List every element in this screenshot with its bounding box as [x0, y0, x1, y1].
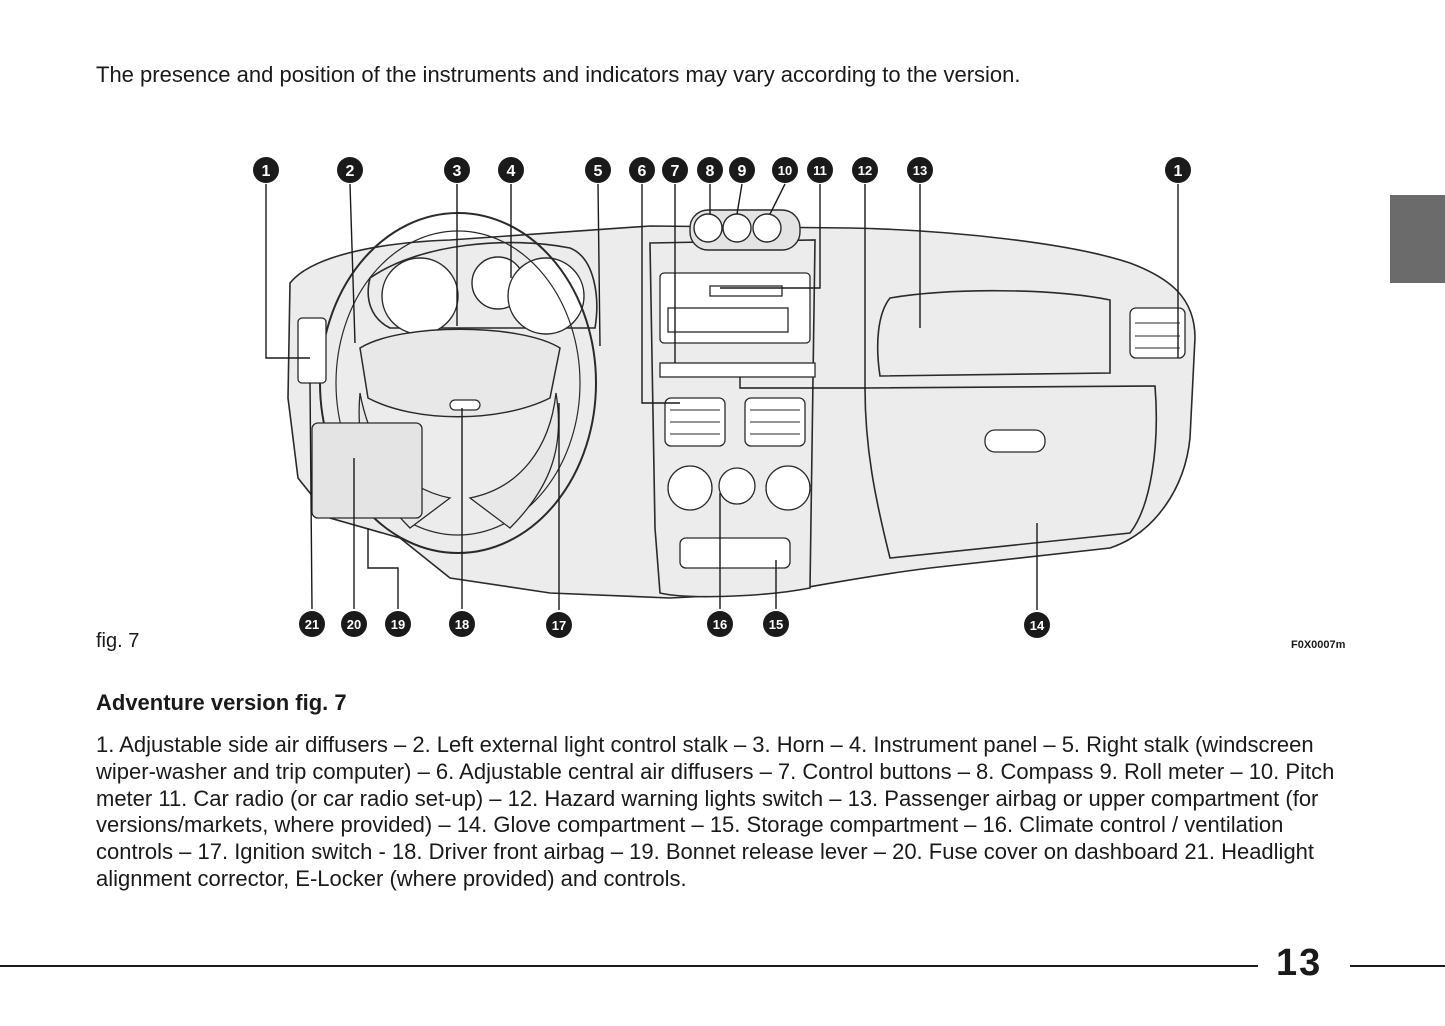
glovebox-handle	[984, 429, 1046, 453]
callout-9: 9	[729, 157, 755, 183]
callout-1: 1	[253, 157, 279, 183]
storage-compartment	[679, 537, 791, 569]
footer-rule-left	[0, 965, 1258, 967]
callout-label: 12	[858, 163, 872, 178]
callout-21: 21	[299, 611, 325, 637]
callout-5: 5	[585, 157, 611, 183]
page-number: 13	[1276, 942, 1323, 984]
callout-12: 12	[852, 157, 878, 183]
callouts: 1 2 3 4 5 6 7 8 9 10 11 12 13 1 21 20 19…	[253, 157, 1191, 638]
callout-label: 9	[738, 163, 747, 180]
figure-label: fig. 7	[96, 630, 140, 652]
callout-16: 16	[707, 611, 733, 637]
callout-label: 2	[346, 163, 355, 180]
callout-label: 14	[1030, 618, 1045, 633]
callout-label: 11	[813, 163, 827, 178]
footer-rule-right	[1350, 965, 1445, 967]
callout-label: 4	[507, 163, 516, 180]
callout-14: 14	[1024, 612, 1050, 638]
callout-11: 11	[807, 157, 833, 183]
glovebox-panel	[864, 385, 1158, 559]
callout-label: 6	[638, 163, 647, 180]
callout-label: 7	[671, 163, 680, 180]
callout-6: 6	[629, 157, 655, 183]
callout-3: 3	[444, 157, 470, 183]
figure-code: F0X0007m	[1291, 639, 1346, 651]
callout-label: 13	[913, 163, 927, 178]
callout-18: 18	[449, 611, 475, 637]
callout-label: 3	[453, 163, 462, 180]
callout-label: 1	[262, 163, 271, 180]
callout-7: 7	[662, 157, 688, 183]
callout-label: 5	[594, 163, 603, 180]
steering-hub	[359, 328, 561, 418]
horn-badge	[449, 399, 481, 411]
callout-label: 18	[455, 617, 469, 632]
speedometer	[381, 257, 459, 335]
callout-19: 19	[385, 611, 411, 637]
callout-17: 17	[546, 612, 572, 638]
callout-8: 8	[697, 157, 723, 183]
callout-label: 17	[552, 618, 566, 633]
dashboard-illustration: 1 2 3 4 5 6 7 8 9 10 11 12 13 1 21 20 19…	[253, 157, 1196, 638]
climate-knob-right	[765, 465, 811, 511]
callout-label: 10	[778, 163, 792, 178]
figure-caption: 1. Adjustable side air diffusers – 2. Le…	[96, 732, 1335, 891]
callout-2: 2	[337, 157, 363, 183]
callout-label: 8	[706, 163, 715, 180]
compass-gauge	[693, 213, 723, 243]
callout-1-right: 1	[1165, 157, 1191, 183]
callout-label: 20	[347, 617, 361, 632]
tachometer	[507, 257, 585, 335]
callout-label: 1	[1174, 163, 1183, 180]
roll-meter-gauge	[722, 213, 752, 243]
pitch-meter-gauge	[752, 213, 782, 243]
callout-label: 19	[391, 617, 405, 632]
control-buttons-strip	[659, 362, 816, 378]
upper-compartment	[876, 289, 1111, 377]
callout-10: 10	[772, 157, 798, 183]
callout-4: 4	[498, 157, 524, 183]
climate-knob-center	[718, 467, 756, 505]
section-title: Adventure version fig. 7	[96, 690, 347, 715]
callout-label: 16	[713, 617, 727, 632]
dashboard-figure: 1 2 3 4 5 6 7 8 9 10 11 12 13 1 21 20 19…	[250, 148, 1210, 648]
climate-knob-left	[667, 465, 713, 511]
intro-text: The presence and position of the instrum…	[96, 62, 1021, 87]
callout-13: 13	[907, 157, 933, 183]
callout-20: 20	[341, 611, 367, 637]
section-tab	[1390, 195, 1445, 283]
callout-label: 15	[769, 617, 783, 632]
fuse-cover	[311, 422, 423, 519]
callout-label: 21	[305, 617, 319, 632]
callout-15: 15	[763, 611, 789, 637]
